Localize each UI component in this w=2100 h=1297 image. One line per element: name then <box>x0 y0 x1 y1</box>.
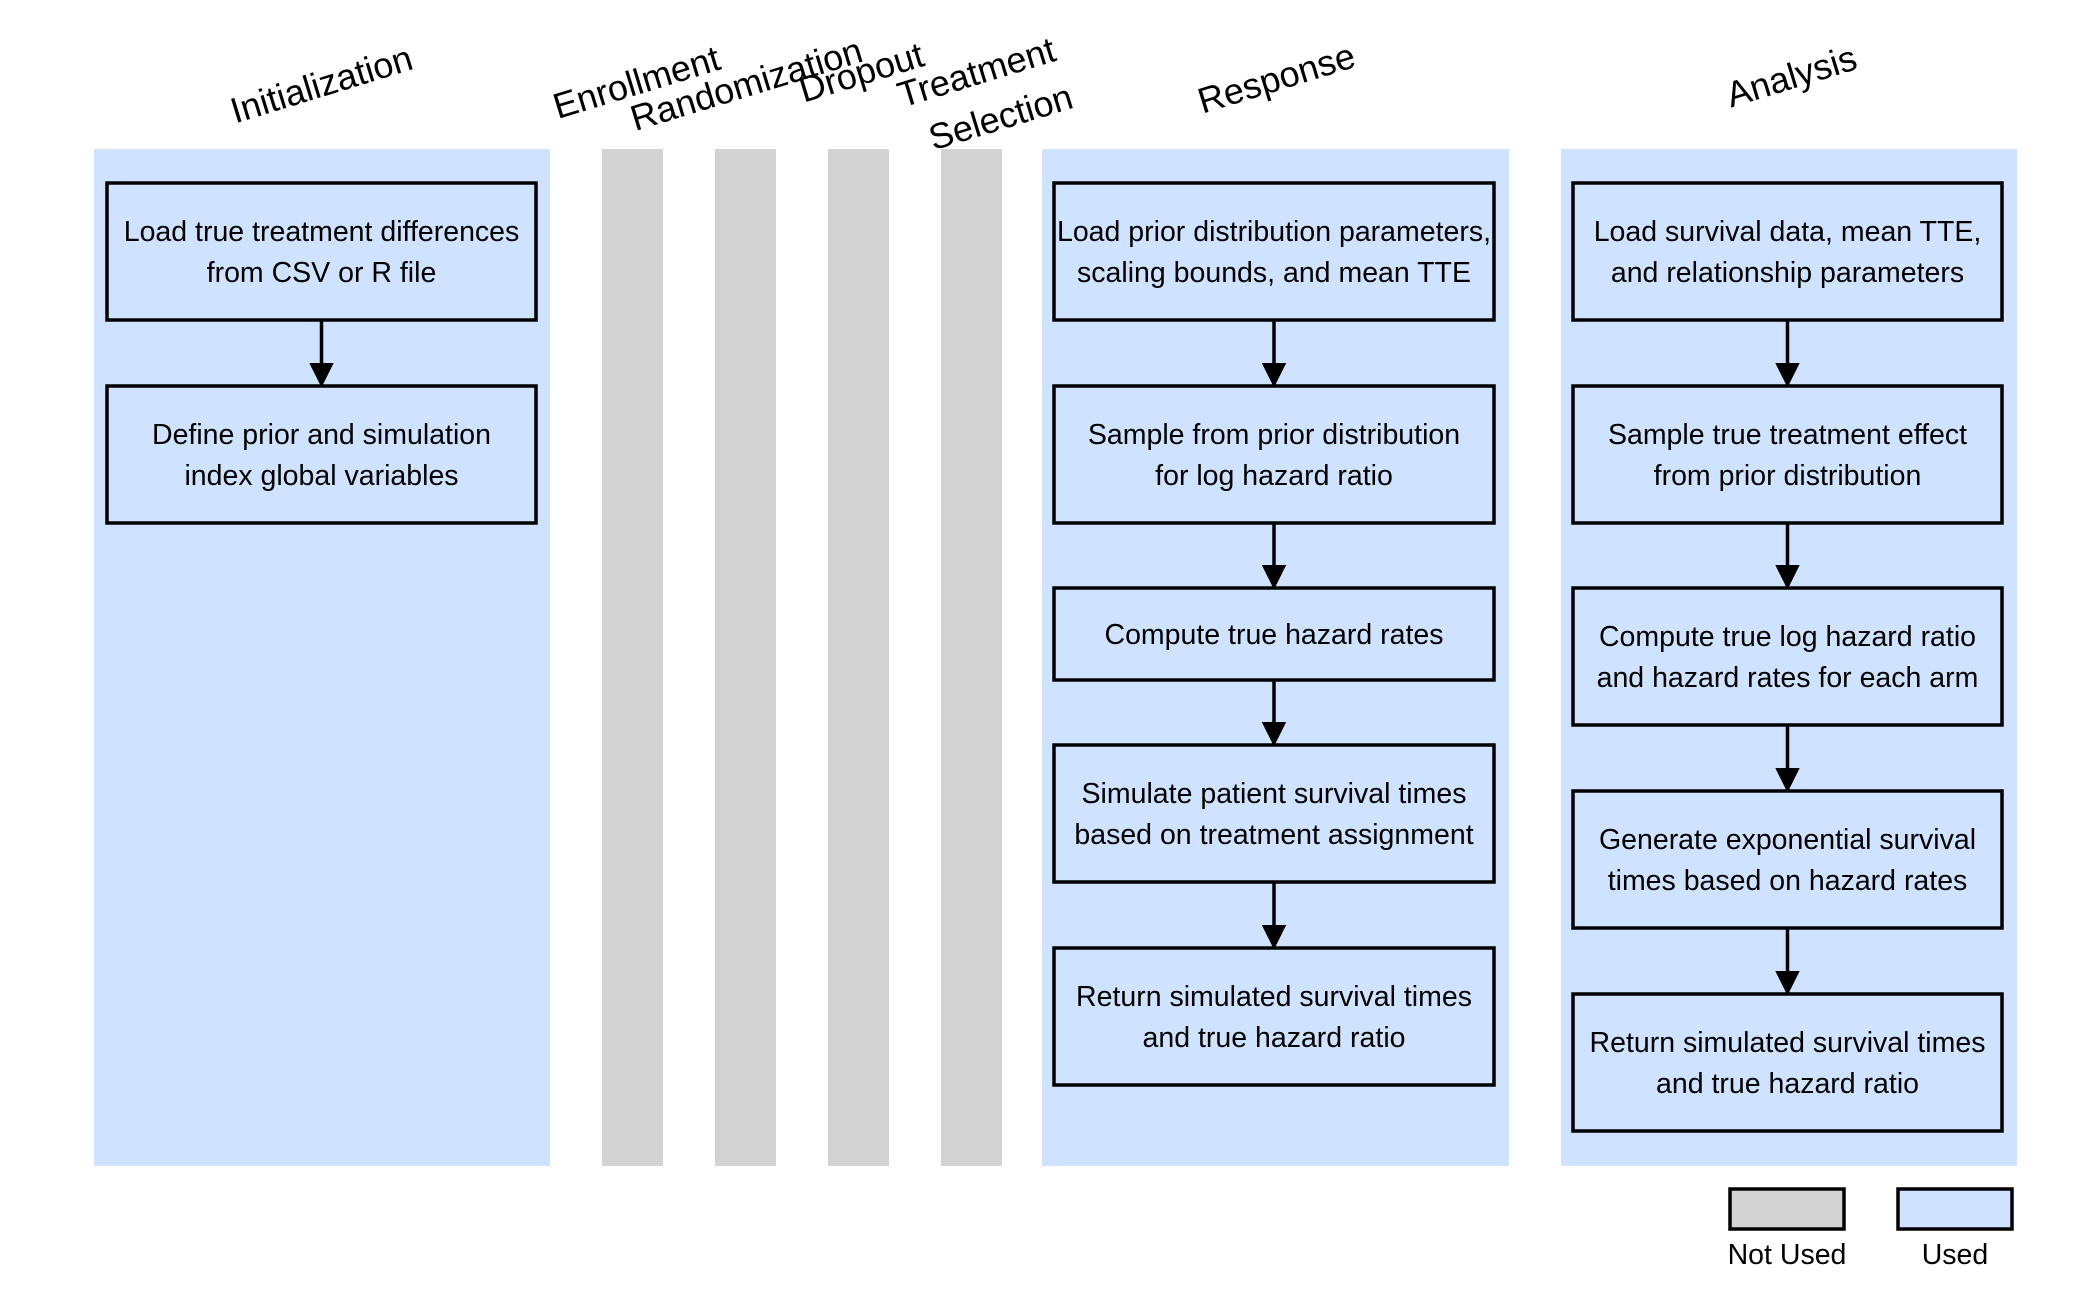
step-box-initialization-1: Load true treatment differences from CSV … <box>105 181 538 322</box>
step-text-line: and relationship parameters <box>1611 257 1964 289</box>
legend-label: Used <box>1922 1239 1989 1271</box>
step-text-line: for log hazard ratio <box>1155 460 1393 492</box>
step-box-frame <box>1571 586 2004 727</box>
step-box-analysis-2: Sample true treatment effect from prior d… <box>1571 384 2004 525</box>
step-box-frame <box>105 384 538 525</box>
step-text-line: and hazard rates for each arm <box>1597 662 1979 694</box>
column-title-response: Response <box>1193 35 1360 122</box>
step-box-frame <box>1571 181 2004 322</box>
step-box-frame <box>105 181 538 322</box>
column-title-line: Response <box>1193 35 1360 122</box>
step-text-line: from CSV or R file <box>207 257 437 289</box>
step-box-response-1: Load prior distribution parameters, scali… <box>1052 181 1496 322</box>
column-title-line: Initialization <box>225 37 417 131</box>
step-text-line: Load prior distribution parameters, <box>1057 216 1491 248</box>
step-box-frame <box>1052 586 1496 682</box>
step-box-frame <box>1052 946 1496 1087</box>
step-box-frame <box>1571 384 2004 525</box>
column-title-analysis: Analysis <box>1721 37 1861 115</box>
column-band-treatment-selection <box>941 149 1002 1166</box>
step-text-line: Return simulated survival times <box>1076 981 1472 1013</box>
legend-item-not-used: Not Used <box>1728 1187 1847 1271</box>
step-text-line: times based on hazard rates <box>1608 865 1968 897</box>
column-title-initialization: Initialization <box>225 37 417 131</box>
column-band-randomization <box>715 149 776 1166</box>
step-box-initialization-2: Define prior and simulation index global … <box>105 384 538 525</box>
step-box-frame <box>1571 992 2004 1133</box>
step-text-line: Simulate patient survival times <box>1082 778 1467 810</box>
legend-item-used: Used <box>1896 1187 2014 1271</box>
step-box-analysis-3: Compute true log hazard ratio and hazard … <box>1571 586 2004 727</box>
step-text-line: Sample true treatment effect <box>1608 419 1967 451</box>
step-text-line: Load survival data, mean TTE, <box>1594 216 1982 248</box>
step-text-line: Compute true log hazard ratio <box>1599 621 1976 653</box>
step-box-response-3: Compute true hazard rates <box>1052 586 1496 682</box>
step-text-line: Generate exponential survival <box>1599 824 1976 856</box>
step-text-line: Compute true hazard rates <box>1104 619 1443 651</box>
step-text-line: Define prior and simulation <box>152 419 491 451</box>
step-text-line: and true hazard ratio <box>1656 1068 1919 1100</box>
column-title-line: Analysis <box>1721 37 1861 115</box>
step-box-frame <box>1571 789 2004 930</box>
column-band-dropout <box>828 149 889 1166</box>
step-text-line: and true hazard ratio <box>1143 1022 1406 1054</box>
step-box-frame <box>1052 743 1496 884</box>
step-box-frame <box>1052 384 1496 525</box>
step-box-analysis-1: Load survival data, mean TTE, and relatio… <box>1571 181 2004 322</box>
legend-swatch <box>1728 1187 1846 1231</box>
step-text-line: from prior distribution <box>1654 460 1922 492</box>
step-box-analysis-5: Return simulated survival times and true … <box>1571 992 2004 1133</box>
step-text-line: Sample from prior distribution <box>1088 419 1460 451</box>
column-band-enrollment <box>602 149 663 1166</box>
step-box-frame <box>1052 181 1496 322</box>
step-box-response-5: Return simulated survival times and true … <box>1052 946 1496 1087</box>
step-text-line: index global variables <box>184 460 458 492</box>
step-text-line: based on treatment assignment <box>1074 819 1473 851</box>
step-text-line: Load true treatment differences <box>124 216 520 248</box>
step-box-analysis-4: Generate exponential survival times based… <box>1571 789 2004 930</box>
step-box-response-2: Sample from prior distribution for log ha… <box>1052 384 1496 525</box>
step-box-response-4: Simulate patient survival times based on … <box>1052 743 1496 884</box>
step-text-line: scaling bounds, and mean TTE <box>1077 257 1471 289</box>
legend-label: Not Used <box>1728 1239 1847 1271</box>
legend-swatch <box>1896 1187 2014 1231</box>
step-text-line: Return simulated survival times <box>1590 1027 1986 1059</box>
